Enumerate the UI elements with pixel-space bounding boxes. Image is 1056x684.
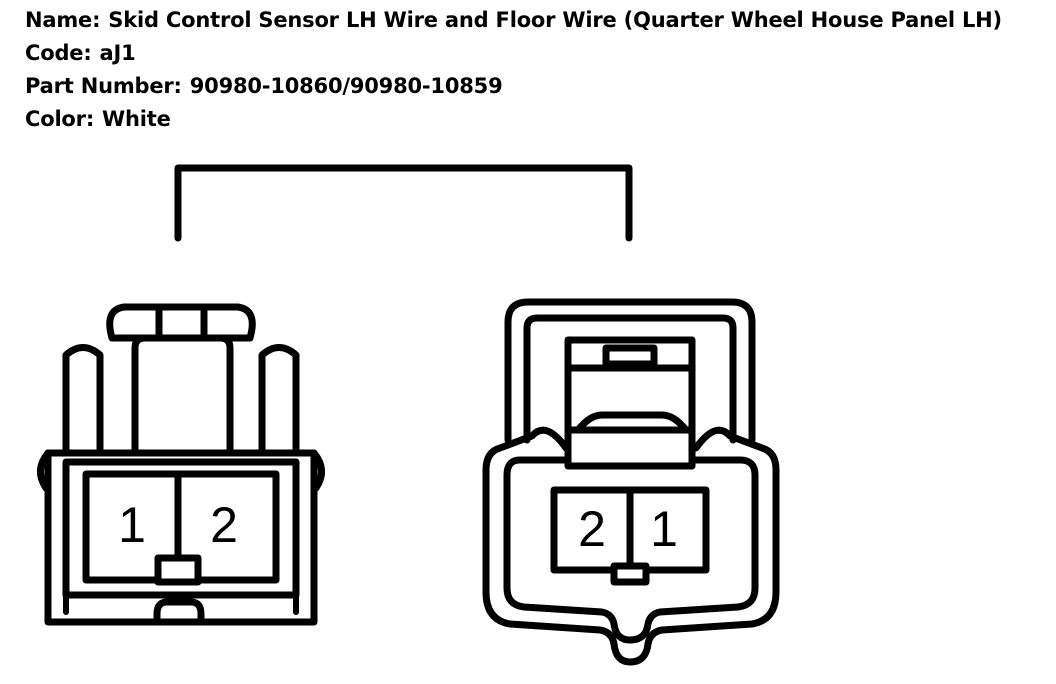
name-label: Name: [25,8,101,32]
right-pin-2-label: 2 [578,501,606,557]
right-connector [482,298,780,666]
right-latch-bottom [564,426,696,470]
left-side-finger-right [258,344,300,457]
name-value: Skid Control Sensor LH Wire and Floor Wi… [108,8,1002,32]
right-latch-notch [574,411,690,434]
right-lock-tab [610,562,650,586]
left-side-finger-left [62,344,104,457]
left-pin-2-label: 2 [210,497,238,553]
right-upper-shell [504,298,756,444]
connector-info: Name: Skid Control Sensor LH Wire and Flo… [25,4,1002,136]
code-label: Code: [25,41,92,65]
code-line: Code: aJ1 [25,37,1002,70]
connection-bracket [174,164,633,242]
right-latch-window [602,344,658,368]
part-number-line: Part Number: 90980-10860/90980-10859 [25,70,1002,103]
left-housing-outer [44,449,318,626]
color-label: Color: [25,107,95,131]
left-connector [37,303,325,626]
color-value: White [102,107,171,131]
right-upper-inner [523,314,737,444]
part-number-value: 90980-10860/90980-10859 [189,74,503,98]
name-line: Name: Skid Control Sensor LH Wire and Flo… [25,4,1002,37]
left-lock-tab [154,554,202,586]
right-pin-1-label: 1 [650,501,678,557]
left-bottom-key [153,598,205,626]
right-lower-housing [482,426,780,666]
right-lower-inner [503,456,759,644]
color-line: Color: White [25,103,1002,136]
left-pin-1-label: 1 [118,497,146,553]
code-value: aJ1 [99,41,136,65]
left-neck [131,334,234,457]
right-latch-top [564,336,696,372]
left-latch [106,303,256,342]
part-number-label: Part Number: [25,74,182,98]
